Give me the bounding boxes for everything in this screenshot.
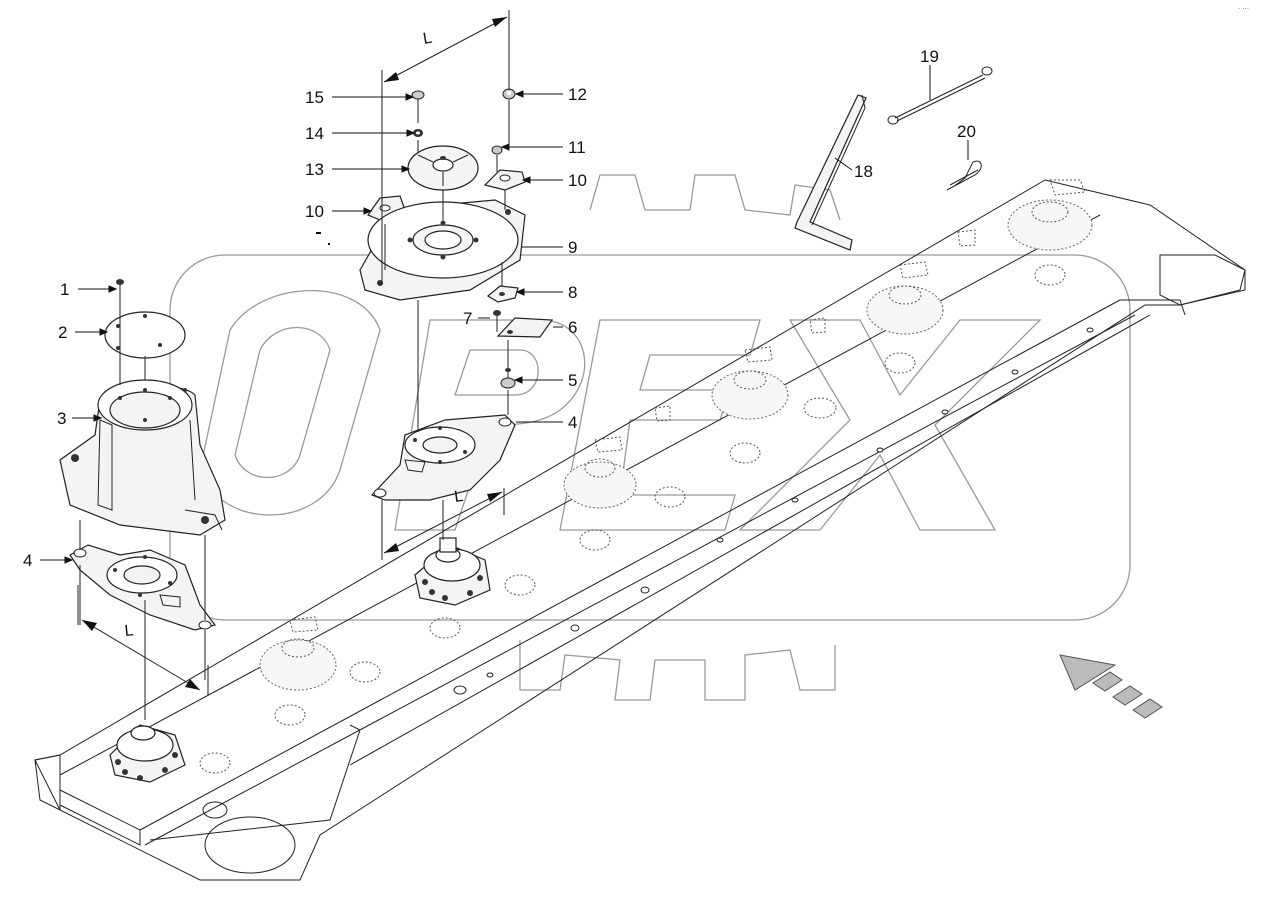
item-4-knife-holder-left <box>69 544 217 631</box>
item-14-washer <box>413 129 423 137</box>
callout-11: 11 <box>568 138 586 157</box>
disc-hub-left <box>109 724 186 783</box>
dimension-label-center: L <box>453 488 464 506</box>
left-assembly-guide-lines <box>79 296 206 720</box>
callout-13: 13 <box>305 160 324 179</box>
watermark-text: OPEX <box>640 559 646 561</box>
callout-10-left: 10 <box>305 202 324 221</box>
callout-9: 9 <box>568 238 577 257</box>
item-12-nut <box>502 88 516 100</box>
callout-18: 18 <box>854 162 873 181</box>
item-4-knife-holder-center <box>370 414 516 501</box>
item-2-cover-cap <box>104 311 186 359</box>
item-9-cutting-disc <box>359 199 526 301</box>
item-7-screw <box>493 310 501 326</box>
callout-8: 8 <box>568 283 577 302</box>
ghost-disc-hubs <box>199 179 1093 774</box>
item-13-hub-cover <box>407 145 479 191</box>
item-3-drum <box>59 379 226 536</box>
item-19-cable <box>887 66 993 125</box>
item-8-plate <box>486 285 519 303</box>
callout-20: 20 <box>957 122 976 141</box>
callout-2: 2 <box>58 323 67 342</box>
callout-4-left: 4 <box>23 551 32 570</box>
dimension-top: L <box>381 10 510 285</box>
item-11-nut <box>491 145 503 155</box>
callout-3: 3 <box>57 409 66 428</box>
corner-mark: · ··· <box>1238 5 1249 13</box>
dimension-left: L <box>77 585 209 695</box>
travel-direction-arrow <box>1059 654 1163 719</box>
item-20-r-pin <box>946 160 982 191</box>
callout-12: 12 <box>568 85 587 104</box>
callout-6: 6 <box>568 318 577 337</box>
callout-14: 14 <box>305 124 324 143</box>
dimension-center-lower: L <box>381 488 505 560</box>
callout-1: 1 <box>60 280 69 299</box>
callout-5: 5 <box>568 371 577 390</box>
callout-15: 15 <box>305 88 324 107</box>
watermark-gear-logo <box>169 174 1131 701</box>
dimension-label-top: L <box>422 30 434 48</box>
item-5-bolt <box>500 368 516 389</box>
callout-labels: 1 2 3 4 4 5 6 7 8 9 10 10 11 12 13 14 15… <box>23 47 976 570</box>
item-6-knife <box>496 317 554 338</box>
item-10-blade-clamp-right <box>483 169 526 191</box>
callout-10-right: 10 <box>568 171 587 190</box>
dimension-label-left: L <box>124 622 134 640</box>
callout-leaders <box>40 65 969 564</box>
disc-hub-center <box>414 537 491 606</box>
item-15-bolt <box>411 90 425 110</box>
stray-marks <box>316 232 330 245</box>
item-18-guard-strip <box>794 94 867 251</box>
item-1-screw <box>116 279 124 296</box>
callout-4-center: 4 <box>568 413 577 432</box>
callout-19: 19 <box>920 47 939 66</box>
center-assembly-guide-lines <box>384 100 510 540</box>
callout-7: 7 <box>463 309 472 328</box>
